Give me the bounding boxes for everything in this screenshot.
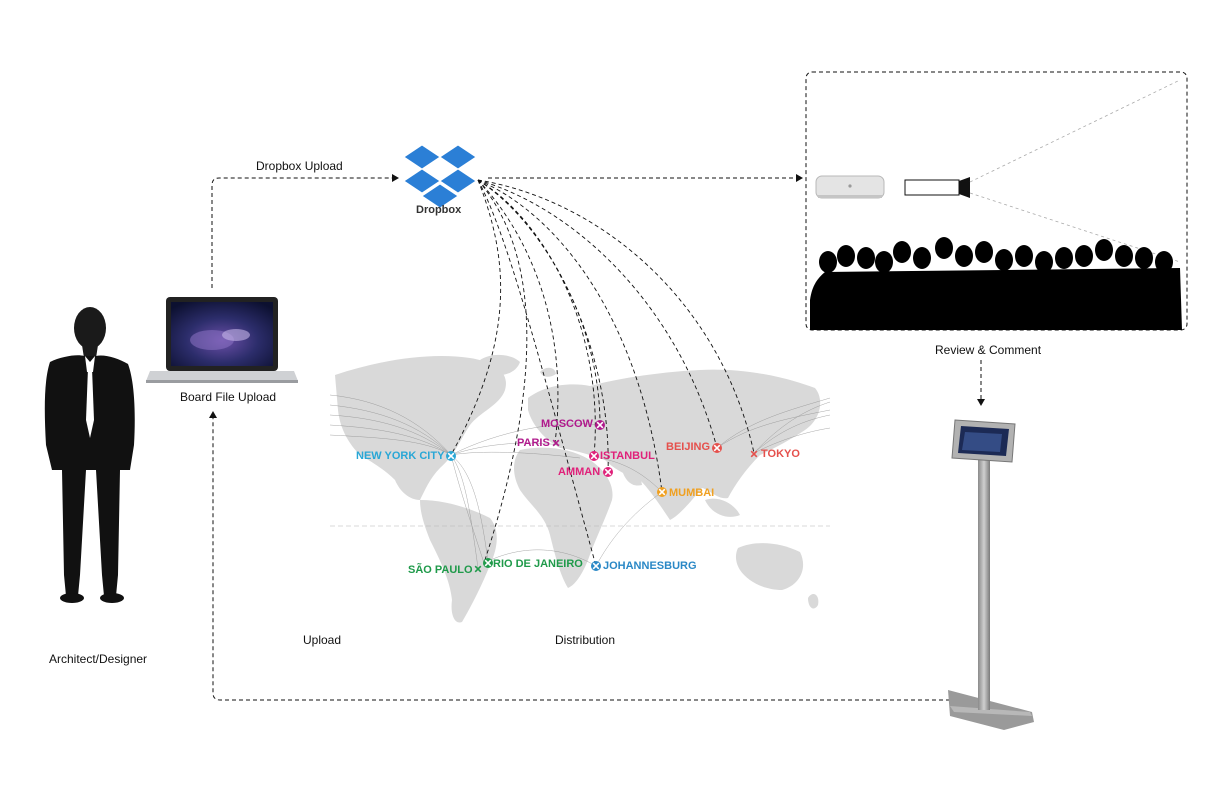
marker-paris-icon: [552, 439, 560, 447]
connectors: [209, 71, 1188, 701]
upload-to-dropbox-arrow: [211, 174, 399, 288]
mac-mini-icon: [815, 175, 885, 199]
marker-johannesburg-icon: [591, 561, 601, 571]
architect-designer-label: Architect/Designer: [49, 652, 148, 666]
upload-label: Upload: [303, 633, 342, 647]
city-label-johannesburg: JOHANNESBURG: [603, 560, 697, 572]
city-label-istanbul: ISTANBUL: [600, 450, 655, 462]
city-label-new-york: NEW YORK CITY: [356, 450, 445, 462]
city-label-amman: AMMAN: [558, 466, 601, 478]
distribution-label: Distribution: [555, 633, 616, 647]
laptop-icon: [146, 297, 298, 383]
review-comment-label: Review & Comment: [935, 343, 1042, 357]
marker-sao-paulo-icon: [474, 565, 482, 573]
tablet-kiosk-icon: [948, 419, 1034, 730]
marker-rio-icon: [483, 558, 493, 568]
marker-beijing-icon: [712, 443, 722, 453]
city-markers: [446, 420, 758, 573]
city-label-moscow: MOSCOW: [541, 418, 593, 430]
city-label-sao-paulo: SÃO PAULO: [408, 564, 473, 576]
feedback-loop-arrow: [209, 411, 950, 701]
dropbox-upload-label: Dropbox Upload: [256, 159, 343, 173]
marker-amman-icon: [603, 467, 613, 477]
review-area-frame: [805, 71, 1188, 331]
city-label-paris: PARIS: [517, 437, 550, 449]
board-file-upload-label: Board File Upload: [180, 390, 277, 404]
audience-silhouette-icon: [810, 237, 1182, 330]
businessman-silhouette-icon: [44, 307, 135, 603]
marker-mumbai-icon: [657, 487, 667, 497]
dropbox-wordmark: Dropbox: [416, 204, 462, 216]
distribution-arcs: [450, 179, 755, 567]
projector-icon: [904, 79, 1181, 263]
city-label-mumbai: MUMBAI: [669, 487, 715, 499]
city-label-tokyo: TOKYO: [761, 448, 800, 460]
marker-istanbul-icon: [589, 451, 599, 461]
flight-paths: [329, 394, 831, 569]
dropbox-logo-icon: [403, 144, 477, 209]
marker-new-york-icon: [446, 451, 456, 461]
city-label-beijing: BEIJING: [666, 441, 711, 453]
marker-moscow-icon: [595, 420, 605, 430]
world-map: [335, 354, 821, 623]
marker-tokyo-icon: [750, 450, 758, 458]
city-label-rio: RIO DE JANEIRO: [493, 558, 583, 570]
